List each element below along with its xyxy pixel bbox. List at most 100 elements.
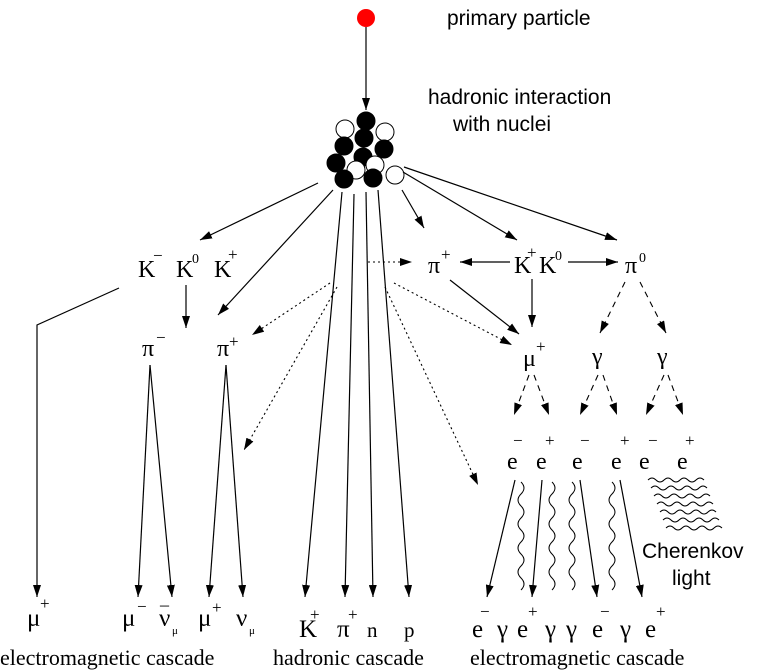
bottom-nubar: ν <box>159 605 170 632</box>
dotted-nucleus-to-nu-bottom <box>243 286 338 451</box>
bottom-mu-plus: μ <box>27 605 40 632</box>
label-pi-plus-mid: π <box>217 336 229 362</box>
bottom-gamma-d: γ <box>619 616 631 643</box>
label-k-minus: K <box>138 257 156 283</box>
sup-k-zero-right: 0 <box>555 249 562 264</box>
dashed-mu-to-e1 <box>513 374 530 416</box>
bottom-mu-plus-sup: + <box>40 594 50 613</box>
sup-e2: + <box>545 431 555 450</box>
sup-pi-zero: 0 <box>639 251 646 266</box>
sup-mu-plus-mid: + <box>536 337 546 356</box>
bottom-e-plus-1: e <box>517 616 528 643</box>
dashed-gamma2-to-e5 <box>645 374 665 416</box>
bottom-e-minus-1-sup: − <box>480 602 490 621</box>
arrow-nucleus-to-k-right <box>402 171 518 241</box>
label-gamma-1: γ <box>591 344 603 370</box>
arrow-e2-to-bottom <box>529 479 543 598</box>
dashed-gamma2-to-e6 <box>667 374 684 416</box>
wavy-photon-3 <box>568 481 576 591</box>
arrow-e3-to-bottom <box>579 479 600 598</box>
line-k-minus-to-mu <box>33 287 120 597</box>
label-e5: e <box>639 449 650 475</box>
label-k-zero-right: K <box>539 253 557 279</box>
arrow-pi-minus-to-mu-minus <box>134 364 151 598</box>
label-pi-zero: π <box>625 253 637 279</box>
dotted-nucleus-to-pi-plus-mid <box>251 282 331 336</box>
sup-pi-minus: − <box>156 328 166 347</box>
arrow-nucleus-to-pi-plus-mid <box>217 189 334 316</box>
bottom-pi-plus-sup: + <box>348 605 358 624</box>
arrow-e1-to-bottom <box>485 479 516 598</box>
sup-e6: + <box>685 431 695 450</box>
dotted-nucleus-to-e-bottom <box>384 286 479 486</box>
bottom-k-plus-sup: + <box>310 605 320 624</box>
arrow-pi-plus-to-nu <box>225 364 247 598</box>
dashed-pi0-to-gamma2 <box>639 281 667 334</box>
bottom-gamma-a: γ <box>496 616 508 643</box>
arrow-nucleus-to-k-plus-bottom <box>302 191 343 598</box>
sup-k-zero: 0 <box>192 252 199 267</box>
primary-particle-dot <box>357 9 375 27</box>
label-e2: e <box>536 449 547 475</box>
bottom-mu-minus: μ <box>122 605 135 632</box>
arrow-nucleus-to-pi-plus-top <box>401 189 425 229</box>
label-k-plus: K <box>214 257 232 283</box>
arrow-pi-minus-to-nubar <box>149 364 175 598</box>
caption-primary-particle: primary particle <box>447 7 591 30</box>
cherenkov-light-waves <box>647 477 723 531</box>
dashed-pi0-to-gamma1 <box>599 281 626 334</box>
caption-hadronic-cascade: hadronic cascade <box>273 645 424 670</box>
label-pi-minus: π <box>142 336 154 362</box>
bottom-e-plus-1-sup: + <box>528 602 538 621</box>
sup-e5: − <box>648 431 658 450</box>
bottom-mu-minus-sup: − <box>137 597 147 616</box>
arrow-pi-plus-top-to-mu-plus <box>449 279 520 335</box>
bottom-mu-plus-2: μ <box>198 605 211 632</box>
sup-k-plus-right: + <box>527 243 537 262</box>
label-mu-plus-mid: μ <box>523 346 536 372</box>
dotted-nucleus-to-mu-plus <box>393 282 513 346</box>
bottom-n: n <box>367 618 378 642</box>
bottom-e-minus-2-sup: − <box>600 602 610 621</box>
label-e1: e <box>507 449 518 475</box>
label-e4: e <box>611 449 622 475</box>
sup-e1: − <box>513 431 523 450</box>
sup-e4: + <box>620 431 630 450</box>
bottom-e-minus-1: e <box>472 616 483 643</box>
bottom-pi-plus: π <box>337 616 350 643</box>
sup-pi-plus-top: + <box>441 245 451 264</box>
bottom-mu-plus-2-sup: + <box>212 598 222 617</box>
label-k-plus-right: K <box>514 253 532 279</box>
bottom-e-plus-2-sup: + <box>656 602 666 621</box>
sup-pi-plus-mid: + <box>229 332 239 351</box>
arrow-nucleus-to-kaons <box>199 182 319 241</box>
arrow-nucleus-to-pi-zero <box>403 166 618 241</box>
bottom-e-plus-2: e <box>645 616 656 643</box>
label-k-zero: K <box>176 257 194 283</box>
arrow-nucleus-to-p <box>377 189 413 598</box>
caption-hadronic-interaction: hadronic interaction <box>428 86 611 109</box>
label-e6: e <box>677 449 688 475</box>
sup-e3: − <box>580 431 590 450</box>
caption-with-nuclei: with nuclei <box>452 113 551 136</box>
arrow-e4-to-bottom <box>619 479 644 598</box>
wavy-photon-4 <box>608 481 616 591</box>
label-gamma-2: γ <box>656 344 668 370</box>
bottom-nu: ν <box>236 605 247 632</box>
bottom-k-plus: K <box>299 616 317 643</box>
bottom-gamma-c: γ <box>565 616 577 643</box>
sup-k-minus: − <box>153 246 163 265</box>
sup-k-plus: + <box>228 245 238 264</box>
wavy-photon-2 <box>548 481 556 591</box>
arrow-nucleus-to-pi-plus-bottom <box>341 193 355 598</box>
caption-em-cascade-right: electromagnetic cascade <box>470 645 684 670</box>
label-e3: e <box>572 449 583 475</box>
bottom-gamma-b: γ <box>544 616 556 643</box>
bottom-e-minus-2: e <box>592 616 603 643</box>
dashed-gamma1-to-e3 <box>579 374 599 416</box>
label-pi-plus-top: π <box>428 253 440 279</box>
bottom-p: p <box>404 618 415 642</box>
bottom-nubar-sub: μ <box>172 625 178 637</box>
